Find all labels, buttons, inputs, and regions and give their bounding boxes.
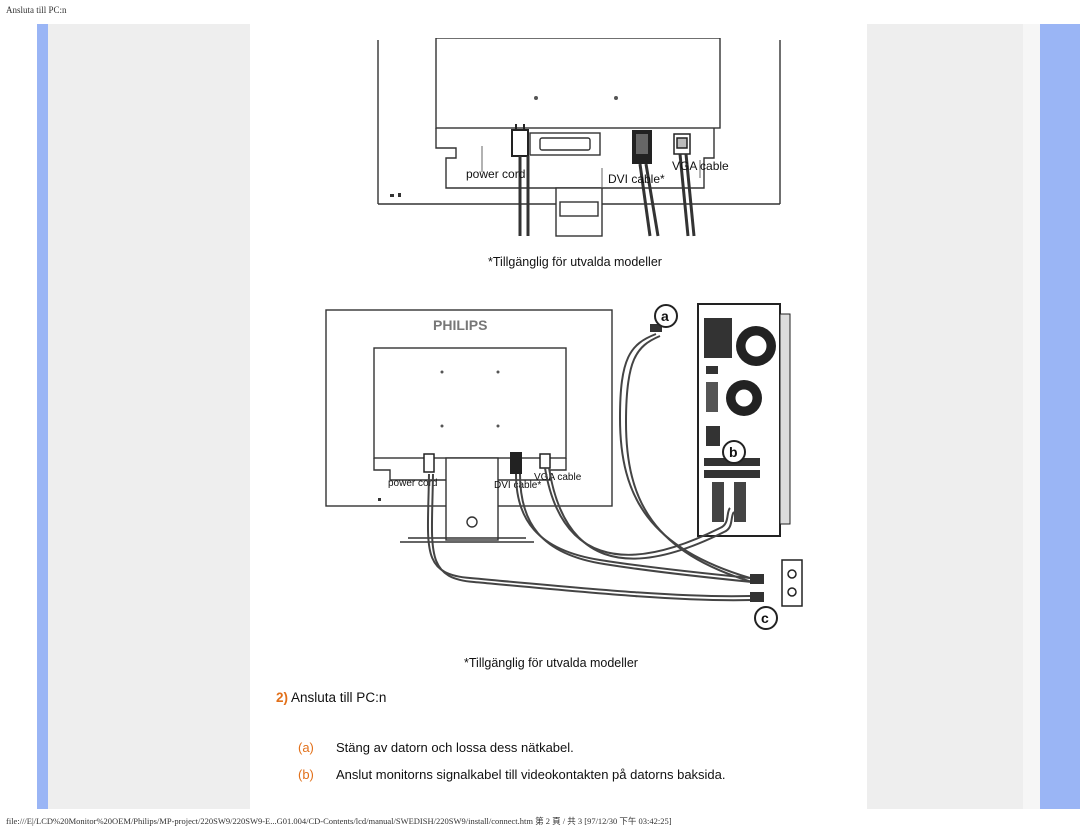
step-title-text: Ansluta till PC:n: [291, 690, 387, 705]
left-rail: [37, 24, 48, 809]
fig2-power-cord-label: power cord: [388, 478, 437, 489]
plug-c-bottom-icon: [750, 592, 764, 602]
svg-text:c: c: [761, 610, 769, 626]
instruction-item: (b) Anslut monitorns signalkabel till vid…: [298, 767, 726, 782]
instruction-item: (a) Stäng av datorn och lossa dess nätkab…: [298, 740, 574, 755]
callout-b-icon: b: [722, 440, 746, 464]
wall-outlet-icon: [781, 559, 803, 607]
figure2-caption: *Tillgänglig för utvalda modeller: [464, 656, 638, 670]
fig2-vga-connector-icon: [539, 453, 551, 469]
instruction-text: Anslut monitorns signalkabel till videok…: [336, 767, 726, 782]
pc-tower-icon: [697, 303, 791, 537]
monitor-pc-connection-illustration: PHILIPS power cord DVI cable* VGA cable: [325, 303, 803, 630]
print-footer-url: file:///E|/LCD%20Monitor%20OEM/Philips/M…: [6, 816, 672, 826]
instruction-letter: (a): [298, 740, 314, 755]
plug-c-top-icon: [750, 574, 764, 584]
right-rail: [1040, 24, 1080, 809]
power-connector-icon: [511, 124, 529, 157]
philips-brand-label: PHILIPS: [433, 317, 487, 333]
vga-connector-icon: [673, 133, 691, 155]
figure1-caption: *Tillgänglig för utvalda modeller: [488, 255, 662, 269]
print-header-title: Ansluta till PC:n: [6, 5, 67, 15]
left-panel: [48, 24, 250, 809]
step-number: 2): [276, 690, 289, 705]
callout-a-icon: a: [654, 304, 678, 328]
fig1-vga-cable-label: VGA cable: [672, 159, 729, 173]
fig2-dvi-connector-icon: [510, 452, 522, 474]
monitor-back-closeup-illustration: power cord DVI cable* VGA cable: [377, 38, 781, 237]
instruction-letter: (b): [298, 767, 314, 782]
plug-a-icon: [650, 324, 662, 332]
right-panel: [867, 24, 1023, 809]
step-heading: 2) Ansluta till PC:n: [276, 690, 386, 705]
fig2-dvi-cable-label: DVI cable*: [494, 480, 541, 491]
svg-text:b: b: [729, 444, 738, 460]
svg-text:a: a: [661, 308, 669, 324]
instruction-text: Stäng av datorn och lossa dess nätkabel.: [336, 740, 574, 755]
fig1-power-cord-label: power cord: [466, 167, 525, 181]
right-gap: [1023, 24, 1040, 809]
fig2-vga-cable-label: VGA cable: [534, 472, 582, 483]
fig1-dvi-cable-label: DVI cable*: [608, 172, 665, 186]
fig2-power-connector-icon: [423, 453, 435, 473]
callout-c-icon: c: [754, 606, 778, 630]
dvi-connector-icon: [632, 130, 652, 164]
